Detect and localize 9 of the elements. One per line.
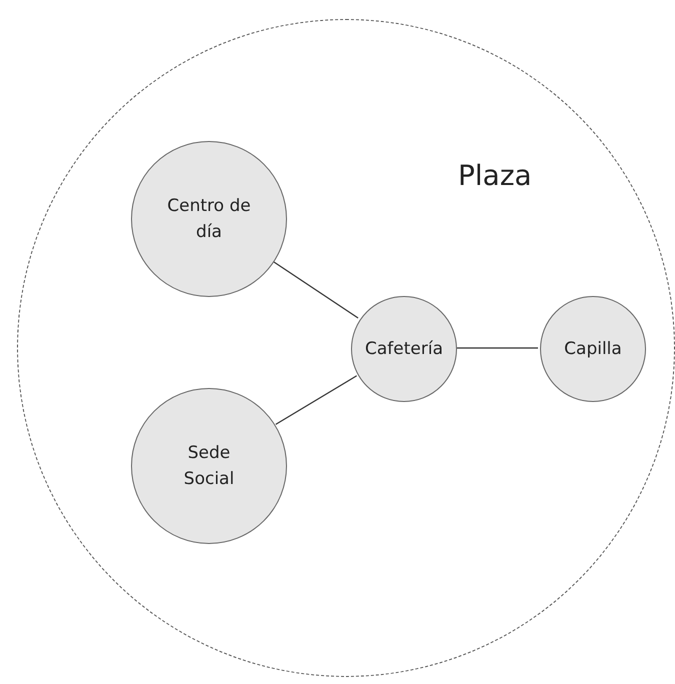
place-label: Sede Social — [182, 442, 236, 491]
place-label: Cafetería — [365, 338, 443, 361]
place-label: Capilla — [564, 338, 622, 361]
place-label: Centro de día — [166, 195, 252, 244]
connector-line — [273, 261, 358, 319]
dashed-circle-area — [17, 19, 675, 677]
area-label: Plaza — [458, 158, 532, 194]
connector-line — [457, 347, 538, 349]
connector-line — [275, 375, 357, 425]
